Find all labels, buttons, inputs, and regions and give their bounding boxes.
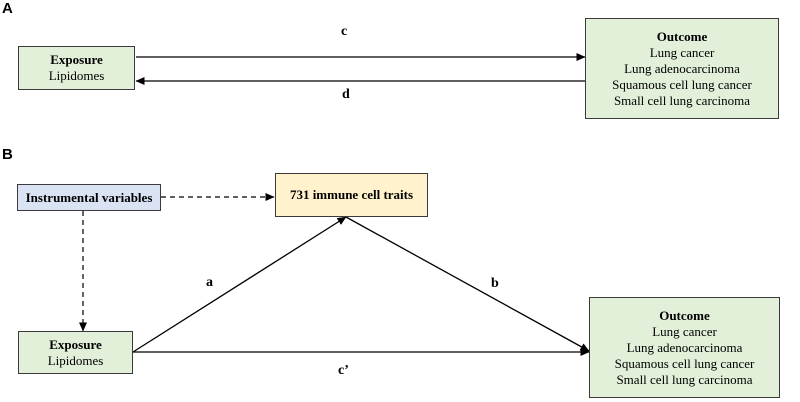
outcome-item: Squamous cell lung cancer (614, 355, 755, 371)
outcome-title: Outcome (659, 307, 710, 323)
exposure-subtitle: Lipidomes (48, 68, 105, 83)
edge-label-d: d (342, 87, 350, 102)
exposure-title: Exposure (50, 52, 103, 67)
edge-label-c-prime: c’ (338, 363, 349, 378)
exposure-box-a: Exposure Lipidomes (18, 46, 135, 90)
outcome-item: Small cell lung carcinoma (616, 371, 753, 387)
edge-label-c: c (341, 24, 348, 39)
exposure-box-b: Exposure Lipidomes (18, 331, 133, 374)
exposure-title: Exposure (49, 336, 102, 352)
outcome-item: Lung cancer (649, 44, 715, 60)
outcome-item: Squamous cell lung cancer (612, 76, 752, 92)
outcome-box-a: Outcome Lung cancer Lung adenocarcinoma … (585, 18, 779, 119)
outcome-item: Lung cancer (652, 323, 717, 339)
exposure-subtitle: Lipidomes (47, 352, 104, 368)
panel-label-a: A (2, 0, 13, 17)
outcome-item: Lung adenocarcinoma (624, 60, 740, 76)
immune-traits-box: 731 immune cell traits (275, 173, 428, 217)
outcome-box-b: Outcome Lung cancer Lung adenocarcinoma … (589, 297, 780, 398)
outcome-item: Lung adenocarcinoma (626, 339, 743, 355)
edge-label-a: a (206, 275, 213, 290)
instrumental-variables-label: Instrumental variables (25, 189, 153, 205)
panel-label-b: B (2, 146, 13, 163)
outcome-item: Small cell lung carcinoma (613, 92, 751, 108)
arrow-a-exposure-to-immune (132, 216, 347, 353)
instrumental-variables-box: Instrumental variables (17, 184, 161, 211)
outcome-title: Outcome (656, 28, 708, 44)
edge-label-b: b (491, 276, 499, 291)
arrow-b-immune-to-outcome (345, 216, 590, 352)
immune-traits-label: 731 immune cell traits (289, 187, 414, 202)
